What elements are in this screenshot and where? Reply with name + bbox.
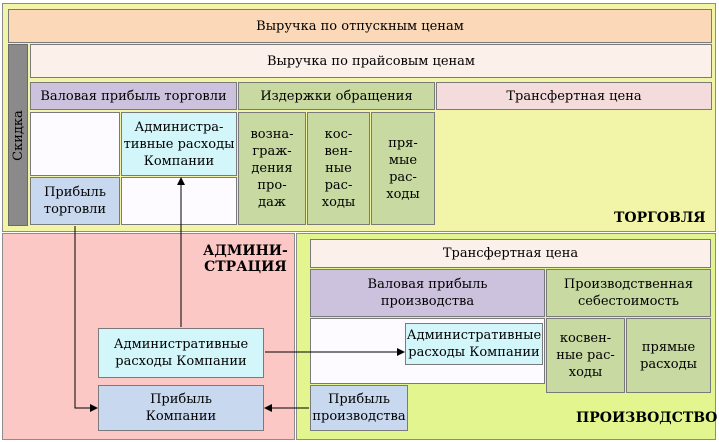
production-cost: Производственная себестоимость (546, 269, 711, 317)
production-transfer-price: Трансфертная цена (310, 239, 711, 268)
arrow-trade-profit-to-company-profit (74, 226, 98, 412)
revenue-vacation-prices: Выручка по отпускным ценам (8, 9, 712, 43)
production-section-label: ПРОИЗВОДСТВО (576, 410, 718, 426)
admin-section-label: АДМИНИ- СТРАЦИЯ (203, 243, 288, 275)
admin-expenses: Административные расходы Компании (98, 328, 264, 378)
discount-bar: Скидка (8, 44, 28, 226)
trade-blank-cell (30, 112, 120, 176)
gross-profit-trade: Валовая прибыль торговли (30, 82, 237, 110)
trade-section-label: ТОРГОВЛЯ (614, 210, 706, 226)
distribution-costs: Издержки обращения (238, 82, 435, 110)
production-admin-expenses: Административные расходы Компании (405, 323, 543, 365)
sales-fee: возна- граж- дения про- даж (238, 112, 306, 225)
trade-transfer-price: Трансфертная цена (436, 82, 712, 110)
production-direct-costs: прямые расходы (626, 318, 711, 393)
production-indirect-costs: косвен- ные рас- ходы (546, 318, 625, 393)
gross-profit-production: Валовая прибыль производства (310, 269, 545, 317)
revenue-list-prices: Выручка по прайсовым ценам (30, 44, 712, 78)
trade-admin-expenses: Администра- тивные расходы Компании (121, 112, 237, 176)
trade-indirect-costs: кос- вен- ные рас- ходы (307, 112, 370, 225)
company-profit: Прибыль Компании (98, 385, 264, 431)
production-profit: Прибыль производства (310, 385, 408, 431)
trade-profit: Прибыль торговли (30, 177, 120, 225)
trade-direct-costs: пря- мые рас- ходы (371, 112, 435, 225)
